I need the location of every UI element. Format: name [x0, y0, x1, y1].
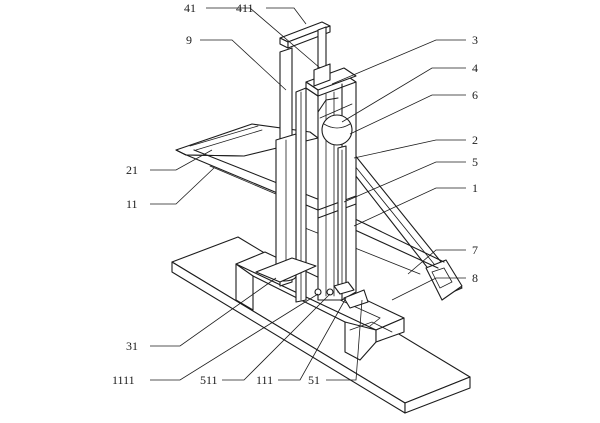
label-2: 2 — [472, 133, 478, 147]
label-6: 6 — [472, 88, 478, 102]
inner-column — [333, 145, 355, 295]
handle — [279, 21, 331, 87]
leader-lines — [150, 7, 466, 381]
label-11: 11 — [126, 197, 138, 211]
label-511: 511 — [200, 373, 218, 387]
label-1: 1 — [472, 181, 478, 195]
label-51: 51 — [308, 373, 320, 387]
label-411: 411 — [236, 1, 254, 15]
label-111: 111 — [256, 373, 273, 387]
ball-joint — [317, 97, 353, 146]
label-4: 4 — [472, 61, 478, 75]
tall-rod — [271, 47, 297, 287]
label-21: 21 — [126, 163, 138, 177]
label-41: 41 — [184, 1, 196, 15]
part-labels: 41 411 9 3 4 6 2 5 1 21 11 7 8 31 1111 5… — [112, 1, 478, 387]
label-9: 9 — [186, 33, 192, 47]
label-1111: 1111 — [112, 373, 135, 387]
label-3: 3 — [472, 33, 478, 47]
label-5: 5 — [472, 155, 478, 169]
label-8: 8 — [472, 271, 478, 285]
label-31: 31 — [126, 339, 138, 353]
label-7: 7 — [472, 243, 478, 257]
